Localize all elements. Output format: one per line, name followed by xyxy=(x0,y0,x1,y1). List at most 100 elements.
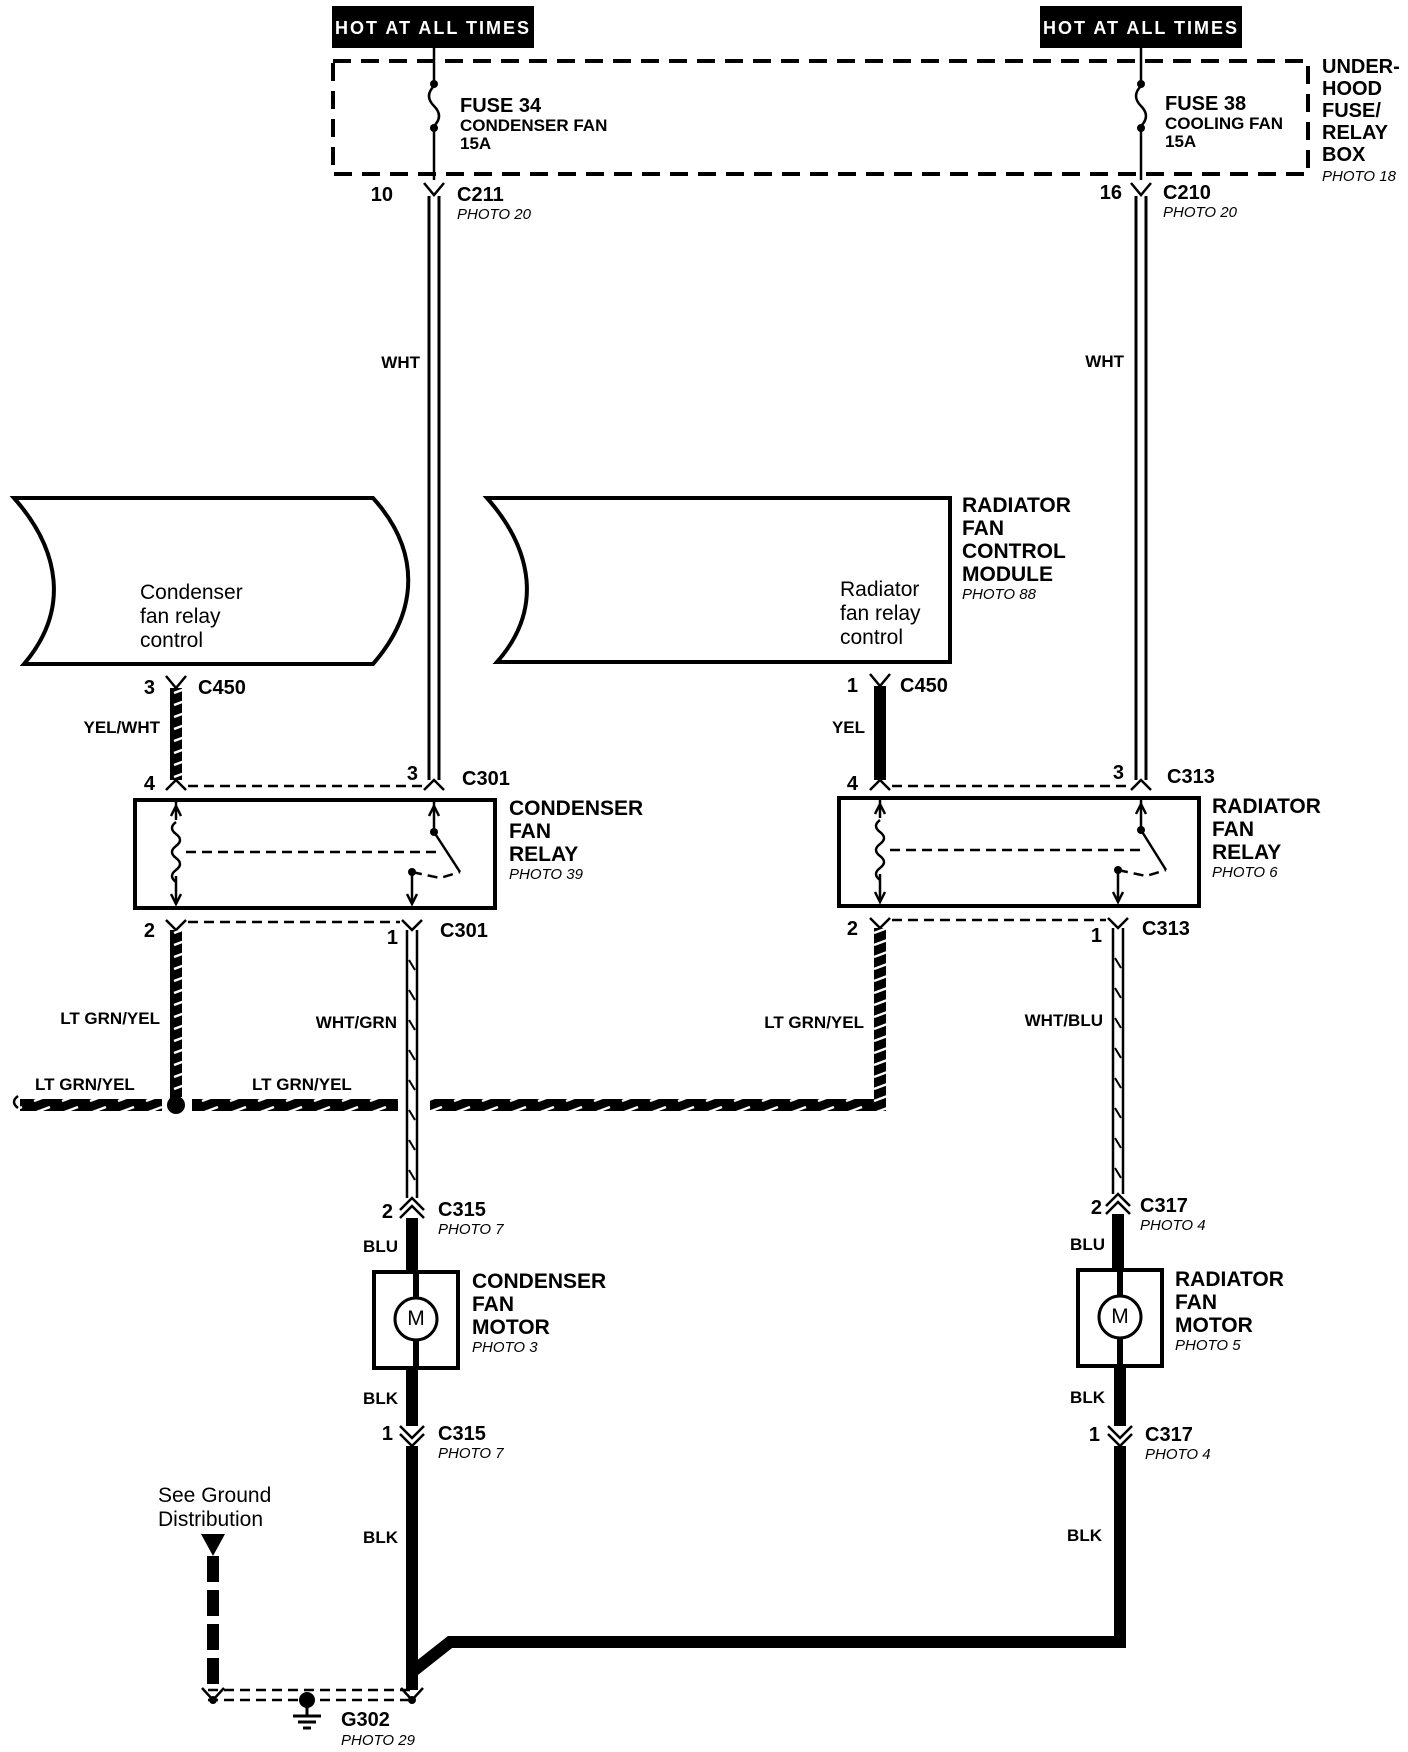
fuse-relay-box xyxy=(331,59,1310,176)
radiator-control-line-3: control xyxy=(840,626,903,649)
fuse-box-line-5: BOX xyxy=(1322,144,1366,166)
wire-label-blu-right: BLU xyxy=(1070,1235,1105,1254)
c313-top-name: C313 xyxy=(1167,766,1215,788)
radiator-module-line-1: RADIATOR xyxy=(962,494,1071,517)
wire-label-wht-left: WHT xyxy=(381,353,420,372)
ground-note-line-2: Distribution xyxy=(158,1508,263,1531)
c317-top-name: C317 xyxy=(1140,1195,1188,1217)
fuse34-desc: CONDENSER FAN xyxy=(460,116,607,135)
radiator-motor-line-1: RADIATOR xyxy=(1175,1268,1284,1291)
c313-bottom-name: C313 xyxy=(1142,918,1190,940)
radiator-motor-line-3: MOTOR xyxy=(1175,1314,1253,1337)
wire-lt-grn-yel-left xyxy=(170,930,182,1098)
fuse-box-line-1: UNDER- xyxy=(1322,56,1400,78)
fuse-box-line-3: FUSE/ xyxy=(1322,100,1381,122)
c317-bottom-name: C317 xyxy=(1145,1424,1193,1446)
c211-name: C211 xyxy=(457,184,504,206)
radiator-control-line-1: Radiator xyxy=(840,578,919,601)
connector-icon xyxy=(1130,182,1152,197)
condenser-motor-line-2: FAN xyxy=(472,1293,514,1316)
c315-top-photo: PHOTO 7 xyxy=(438,1221,504,1238)
fuse-box-label: UNDER- HOOD FUSE/ RELAY BOX PHOTO 18 xyxy=(1322,56,1400,185)
fuse38-name: FUSE 38 xyxy=(1165,93,1246,115)
condenser-relay-photo: PHOTO 39 xyxy=(509,866,584,883)
wire-wht-left xyxy=(427,196,441,780)
c313-bottom-pin-b: 1 xyxy=(1091,925,1102,947)
wire-label-wht-blu: WHT/BLU xyxy=(1025,1011,1103,1030)
wire-label-blk-left-2: BLK xyxy=(363,1528,399,1547)
radiator-fan-relay xyxy=(837,796,1201,908)
condenser-control-line-1: Condenser xyxy=(140,581,243,604)
wire-wht-right xyxy=(1134,196,1148,780)
c450-right-pin: 1 xyxy=(847,675,858,697)
wire-yel-wht xyxy=(170,688,182,780)
relay-coil-icon xyxy=(873,800,887,905)
c210-name: C210 xyxy=(1163,182,1211,204)
radiator-module-line-4: MODULE xyxy=(962,563,1053,586)
wire-label-wht-grn: WHT/GRN xyxy=(316,1013,397,1032)
fuse-box-photo: PHOTO 18 xyxy=(1322,168,1397,185)
radiator-module-line-3: CONTROL xyxy=(962,540,1066,563)
radiator-motor-symbol: M xyxy=(1111,1305,1129,1328)
c301-top-pin-a: 4 xyxy=(144,773,156,795)
c301-top-pin-b: 3 xyxy=(407,763,418,785)
condenser-motor-line-3: MOTOR xyxy=(472,1316,550,1339)
c210-photo: PHOTO 20 xyxy=(1163,204,1238,221)
c315-bottom-pin: 1 xyxy=(382,1423,393,1445)
ground-photo: PHOTO 29 xyxy=(341,1732,416,1749)
fuse-icon xyxy=(1134,48,1148,180)
fuse-icon xyxy=(427,48,441,180)
wire-blk-ground-run xyxy=(406,1446,1126,1690)
radiator-module-photo: PHOTO 88 xyxy=(962,586,1037,603)
condenser-motor-line-1: CONDENSER xyxy=(472,1270,606,1293)
fuse-box-line-2: HOOD xyxy=(1322,78,1382,100)
wire-label-lt-grn-yel-2: LT GRN/YEL xyxy=(35,1075,135,1094)
wire-label-blu-left: BLU xyxy=(363,1237,398,1256)
condenser-control-line-2: fan relay xyxy=(140,605,221,628)
c450-left-name: C450 xyxy=(198,677,246,699)
c313-top-pin-b: 3 xyxy=(1113,762,1124,784)
wire-wht-blu xyxy=(1111,928,1125,1194)
radiator-motor-line-2: FAN xyxy=(1175,1291,1217,1314)
c315-bottom-name: C315 xyxy=(438,1423,486,1445)
wire-wht-grn xyxy=(405,930,419,1198)
c317-bottom-photo: PHOTO 4 xyxy=(1145,1446,1211,1463)
connector-icon xyxy=(1107,1425,1133,1448)
condenser-relay-line-1: CONDENSER xyxy=(509,797,643,820)
radiator-relay-line-1: RADIATOR xyxy=(1212,795,1321,818)
c450-right-name: C450 xyxy=(900,675,948,697)
ground-arrow-icon xyxy=(201,1534,225,1690)
connector-c313-bottom xyxy=(869,917,1129,930)
wire-label-yel: YEL xyxy=(832,718,865,737)
c313-top-pin-a: 4 xyxy=(847,773,859,795)
wire-label-lt-grn-yel-4: LT GRN/YEL xyxy=(252,1075,352,1094)
wire-lt-grn-yel-right xyxy=(874,928,886,1106)
relay-switch-icon xyxy=(405,802,462,907)
connector-icon xyxy=(423,182,445,197)
c317-top-photo: PHOTO 4 xyxy=(1140,1217,1206,1234)
fuse34-name: FUSE 34 xyxy=(460,95,542,117)
condenser-fan-motor: M xyxy=(372,1270,460,1370)
wire-label-blk-left-1: BLK xyxy=(363,1389,399,1408)
c317-bottom-pin: 1 xyxy=(1089,1424,1100,1446)
radiator-relay-line-3: RELAY xyxy=(1212,841,1281,864)
condenser-relay-line-3: RELAY xyxy=(509,843,578,866)
ground-note-line-1: See Ground xyxy=(158,1484,271,1507)
fuse-box-line-4: RELAY xyxy=(1322,122,1389,144)
wire-label-blk-right-2: BLK xyxy=(1067,1526,1103,1545)
condenser-motor-symbol: M xyxy=(407,1307,425,1330)
fuse34-amps: 15A xyxy=(460,134,491,153)
c301-bottom-pin-a: 2 xyxy=(144,920,155,942)
c301-bottom-pin-b: 1 xyxy=(387,927,398,949)
connector-icon xyxy=(165,675,187,690)
ground-icon xyxy=(293,1692,321,1730)
connector-icon xyxy=(1105,1192,1131,1215)
radiator-fan-motor: M xyxy=(1076,1268,1164,1368)
c301-bottom-name: C301 xyxy=(440,920,488,942)
wire-lt-grn-yel-horizontal xyxy=(12,1095,886,1111)
condenser-fan-relay xyxy=(133,798,497,910)
fuse38-desc: COOLING FAN xyxy=(1165,114,1283,133)
c211-photo: PHOTO 20 xyxy=(457,206,532,223)
c210-pin: 16 xyxy=(1100,182,1122,204)
